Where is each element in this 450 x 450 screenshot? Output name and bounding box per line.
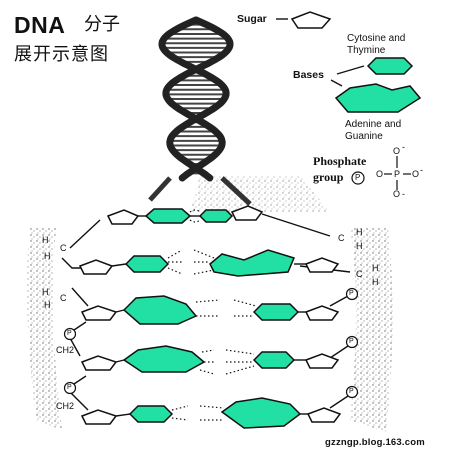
- legend-phosphate-badge: [351, 171, 365, 185]
- legend-pyrimidine-line2: Thymine: [347, 45, 386, 56]
- pyrimidine-base: [252, 351, 296, 369]
- atom-h: H: [44, 251, 51, 261]
- pyrimidine-base: [252, 303, 300, 321]
- phosphate-badge-letter: P: [349, 388, 354, 395]
- purine-base: [220, 397, 302, 429]
- pyrimidine-base: [128, 405, 174, 423]
- pyrimidine-base: [124, 255, 170, 273]
- legend-sugar-label: Sugar: [237, 13, 267, 25]
- title-cn-line2: 展开示意图: [14, 44, 109, 65]
- atom-ch2: CH2: [56, 345, 75, 355]
- left-backbone: [61, 219, 101, 411]
- helix-strand-b: [158, 16, 230, 182]
- legend-purine-icon: [334, 83, 422, 113]
- title-dna: DNA: [14, 12, 66, 38]
- atom-h: H: [44, 300, 51, 310]
- atom-ch2: CH2: [56, 401, 75, 411]
- formula-oxygen-right: O: [412, 169, 420, 179]
- purine-base: [209, 249, 296, 277]
- legend-pyrimidine-line1: Cytosine and: [347, 33, 406, 44]
- purine-base: [122, 345, 206, 373]
- title-cn-line1: 分子: [84, 14, 120, 35]
- helix-strand-a: [162, 16, 234, 182]
- helix-unwind: [148, 176, 172, 202]
- purine-base: [122, 295, 198, 325]
- legend-phosphate-line2: group: [313, 170, 344, 184]
- atom-h: H: [372, 277, 379, 287]
- atom-c: C: [338, 233, 345, 243]
- sugar-ring: [230, 205, 264, 221]
- double-helix: [148, 16, 252, 206]
- sugar-ring: [106, 209, 140, 225]
- legend-phosphate-badge-letter: P: [355, 173, 361, 182]
- atom-h: H: [356, 227, 363, 237]
- formula-oxygen-top: O: [393, 146, 401, 156]
- sugar-ring: [80, 305, 118, 321]
- glycosidic-bonds: [111, 215, 308, 417]
- phosphate-badge: [345, 335, 359, 349]
- atom-h: H: [42, 235, 49, 245]
- atom-h: H: [42, 287, 49, 297]
- sugars: [78, 205, 342, 425]
- legend-purine-line2: Guanine: [345, 131, 383, 142]
- legend-phosphate-line1: Phosphate: [313, 154, 367, 168]
- formula-charge-top: -: [402, 142, 405, 152]
- legend-purine-line1: Adenine and: [345, 119, 402, 130]
- legend-pyrimidine-icon: [366, 57, 414, 75]
- phosphate-badge: [345, 287, 359, 301]
- sugar-ring: [306, 407, 342, 423]
- formula-phosphorus: P: [394, 169, 401, 179]
- legend-sugar-icon: [290, 11, 332, 29]
- sugar-ring: [80, 355, 118, 371]
- bases: [122, 208, 302, 429]
- legend-graphics: [276, 11, 422, 190]
- phosphate-badge-letter: P: [67, 384, 72, 391]
- sugar-ring: [80, 409, 118, 425]
- pyrimidine-base: [198, 209, 234, 223]
- pyrimidine-base: [144, 208, 192, 224]
- atom-c: C: [356, 269, 363, 279]
- helix-unwind: [220, 176, 252, 206]
- legend-bases-label: Bases: [293, 69, 324, 81]
- phosphate-badge-letter: P: [349, 290, 354, 297]
- watermark: gzzngp.blog.163.com: [325, 437, 425, 448]
- formula-oxygen-bottom: O: [393, 189, 401, 199]
- phosphate-badge: [63, 327, 77, 341]
- atom-h: H: [356, 241, 363, 251]
- phosphate-groups: [63, 287, 359, 399]
- formula-charge-right: -: [420, 165, 423, 175]
- formula-charge-bottom: -: [402, 189, 405, 199]
- phosphate-badge-letter: P: [67, 330, 72, 337]
- phosphate-badge: [345, 385, 359, 399]
- formula-oxygen-left: O: [376, 169, 384, 179]
- sugar-ring: [78, 259, 114, 275]
- phosphate-badge-letter: P: [349, 338, 354, 345]
- atom-c: C: [60, 243, 67, 253]
- atom-c: C: [60, 293, 67, 303]
- sugar-ring: [304, 353, 340, 369]
- phosphate-badge: [63, 381, 77, 395]
- hydrogen-bonds: [167, 209, 257, 421]
- sugar-ring: [304, 257, 340, 273]
- sugar-ring: [304, 305, 340, 321]
- atom-h: H: [372, 263, 379, 273]
- backbone-shading: [27, 176, 393, 432]
